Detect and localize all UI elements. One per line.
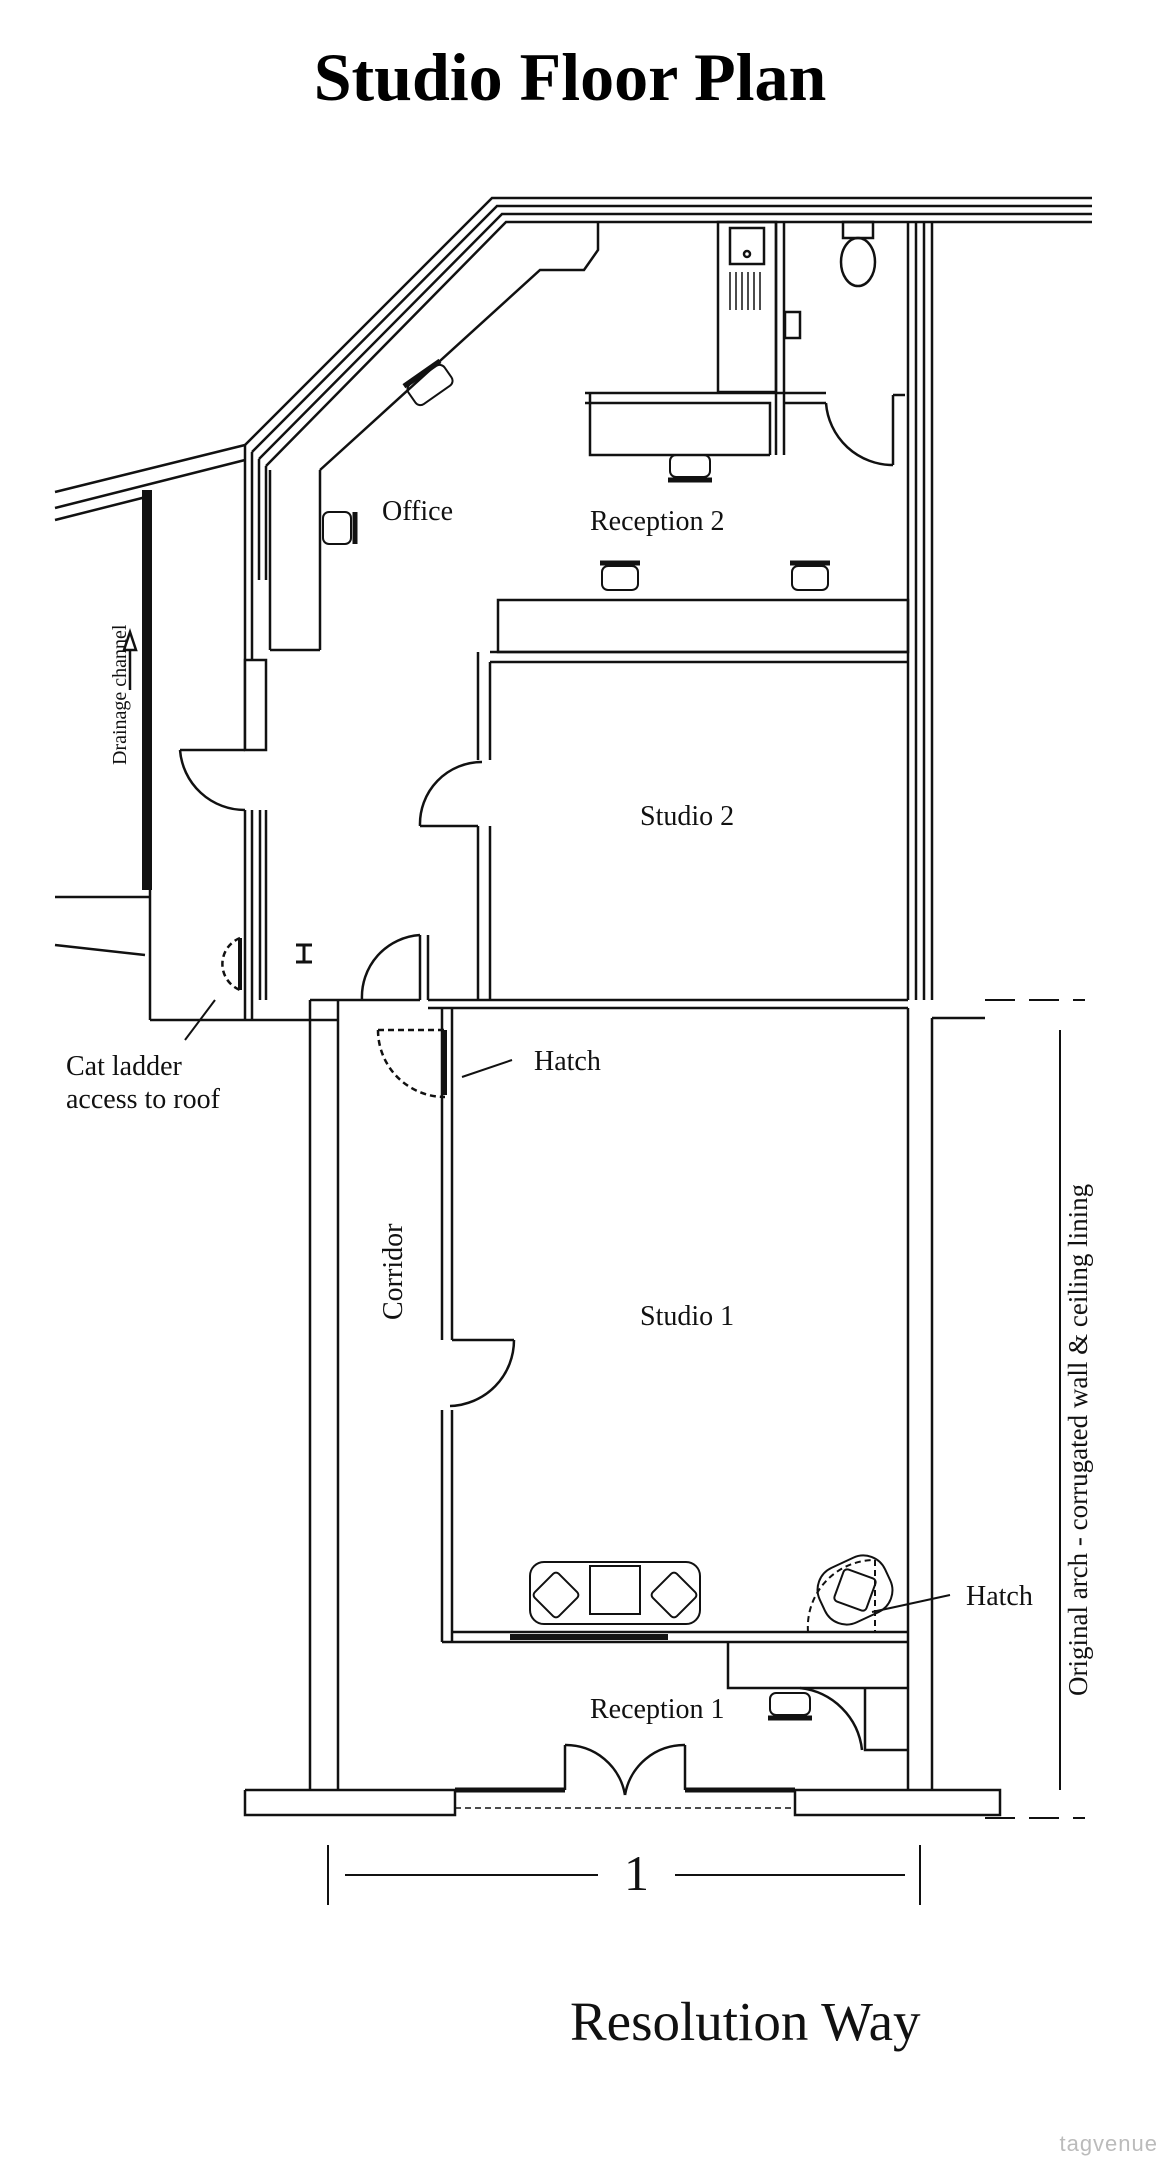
label-corridor: Corridor (378, 1223, 409, 1320)
label-reception1: Reception 1 (590, 1694, 725, 1725)
label-dimension: 1 (624, 1845, 649, 1901)
studio1-walls (440, 1008, 985, 1790)
dimension-line (327, 1845, 921, 1905)
label-hatch-top: Hatch (534, 1046, 601, 1077)
arch-guides (985, 999, 1085, 1819)
armchair (806, 1554, 951, 1633)
column-symbol (296, 943, 312, 964)
hatch-top (376, 1028, 513, 1099)
drainage-area (54, 443, 246, 1022)
label-studio1: Studio 1 (640, 1301, 734, 1332)
office-inner-wall (268, 222, 600, 652)
label-cat-ladder-1: Cat ladder (66, 1051, 183, 1082)
corridor-door (360, 933, 430, 1001)
east-wall (906, 222, 934, 1000)
label-reception2: Reception 2 (590, 506, 725, 537)
label-office: Office (382, 496, 453, 527)
label-street: Resolution Way (570, 1991, 921, 2052)
reception1-walls (243, 1642, 1002, 1817)
label-hatch-bottom: Hatch (966, 1581, 1033, 1612)
studio2-walls (418, 598, 910, 1010)
label-arch: Original arch - corrugated wall & ceilin… (1063, 1184, 1093, 1696)
chairs (322, 358, 830, 1721)
reception2-fixtures (585, 220, 905, 467)
cat-ladder (184, 936, 242, 1041)
sofa (529, 1561, 701, 1625)
office-door (178, 748, 246, 812)
watermark: tagvenue (1059, 2131, 1158, 2156)
drainage-channel (142, 490, 152, 890)
label-cat-ladder-2: access to roof (66, 1084, 221, 1115)
page-title: Studio Floor Plan (313, 39, 827, 115)
label-drainage: Drainage channel (109, 624, 131, 765)
outer-wall-top (244, 196, 1092, 467)
west-wall (243, 445, 310, 1022)
corridor-walls (308, 998, 420, 1790)
label-studio2: Studio 2 (640, 801, 734, 832)
